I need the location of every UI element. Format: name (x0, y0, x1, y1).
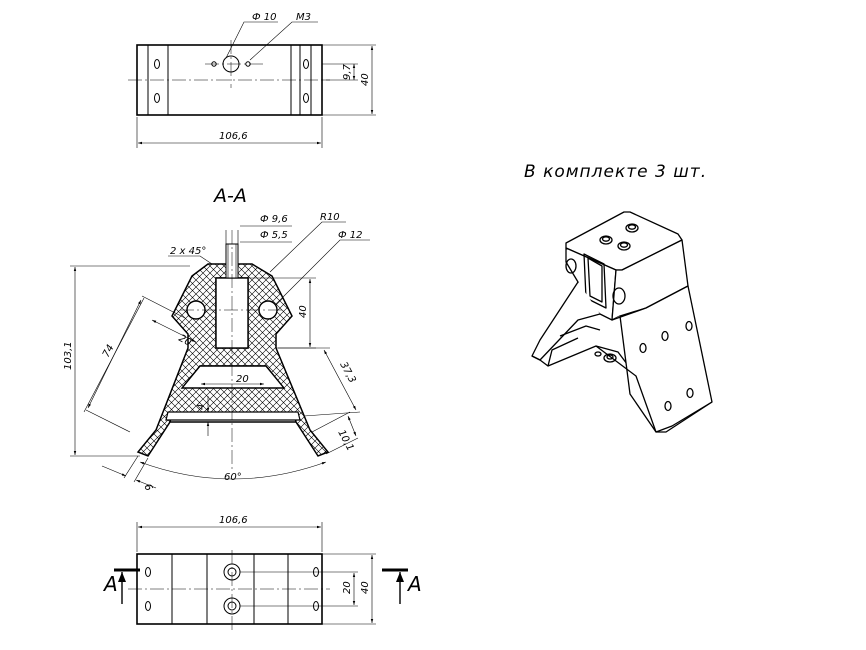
dim-section-d-small: Ф 9,6 (260, 214, 288, 225)
dim-top-diameter: Ф 10 (252, 12, 277, 23)
section-marker-right: А (406, 572, 422, 596)
dim-section-total-height: 103,1 (63, 341, 74, 370)
dim-top-width: 106,6 (219, 131, 248, 142)
dim-section-foot-6: 6 (141, 482, 154, 493)
dim-section-chamfer: 2 х 45° (170, 246, 206, 257)
quantity-note: В комплекте 3 шт. (524, 162, 707, 182)
dim-section-d-thread: Ф 5,5 (260, 230, 288, 241)
dim-section-gap: 20 (236, 374, 249, 385)
dim-top-thread: М3 (296, 12, 311, 23)
top-slot-hole (303, 93, 309, 103)
dim-section-inner: 20 (177, 333, 193, 349)
dim-section-d-large: Ф 12 (338, 230, 363, 241)
dim-top-height: 40 (360, 73, 371, 86)
dim-section-angle: 60° (224, 472, 242, 483)
isometric-view (531, 211, 713, 433)
dim-section-radius: R10 (320, 212, 340, 223)
bottom-slot-hole (145, 567, 151, 577)
top-slot-hole (303, 59, 309, 69)
top-slot-hole (154, 93, 160, 103)
top-slot-hole (154, 59, 160, 69)
dim-bottom-height: 40 (360, 581, 371, 594)
top-view: Ф 10 М3 106,6 9,7 40 (128, 12, 376, 148)
dim-section-box-height: 40 (298, 305, 309, 318)
dim-section-foot: 10,1 (335, 428, 355, 453)
dim-section-leg: 37,3 (337, 360, 357, 385)
section-title: А-А (212, 185, 247, 207)
dim-top-offset: 9,7 (342, 63, 353, 80)
dim-section-wall: 4 (196, 404, 207, 410)
dim-bottom-spacing: 20 (342, 581, 353, 594)
bottom-slot-hole (145, 601, 151, 611)
dim-section-slant: 74 (101, 343, 117, 359)
section-marker-left: А (102, 572, 118, 596)
bottom-view: 106,6 20 40 А А (102, 515, 422, 630)
section-view: А-А Ф 9,6 Ф 5,5 R10 Ф 12 2 х 45° 103,1 (63, 185, 370, 493)
dim-bottom-width: 106,6 (219, 515, 248, 526)
